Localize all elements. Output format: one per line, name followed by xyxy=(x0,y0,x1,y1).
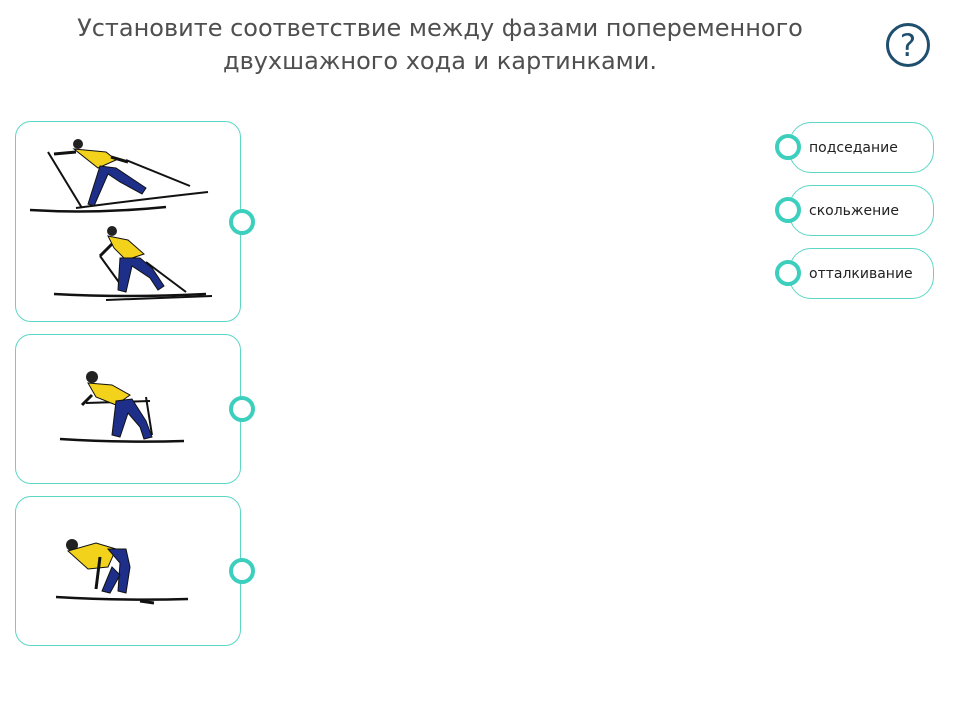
option-label: отталкивание xyxy=(809,265,913,282)
option-label: подседание xyxy=(809,139,898,156)
task-title: Установите соответствие между фазами поп… xyxy=(60,12,820,78)
task-title-line-1: Установите соответствие между фазами поп… xyxy=(77,14,803,42)
option-connector-3[interactable] xyxy=(775,260,801,286)
skier-illustration-icon xyxy=(29,139,213,301)
option-connector-1[interactable] xyxy=(775,134,801,160)
picture-connector-1[interactable] xyxy=(229,209,255,235)
picture-card-2[interactable] xyxy=(15,334,255,484)
option-label: скольжение xyxy=(809,202,900,219)
option-1[interactable]: подседание xyxy=(789,122,934,173)
picture-connector-2[interactable] xyxy=(229,396,255,422)
picture-card-1[interactable] xyxy=(15,121,255,322)
task-title-line-2: двухшажного хода и картинками. xyxy=(222,47,657,75)
question-icon: ? xyxy=(899,27,917,64)
picture-card-3[interactable] xyxy=(15,496,255,646)
skier-illustration-icon xyxy=(59,371,185,443)
option-connector-2[interactable] xyxy=(775,197,801,223)
option-2[interactable]: скольжение xyxy=(789,185,934,236)
option-3[interactable]: отталкивание xyxy=(789,248,934,299)
picture-connector-3[interactable] xyxy=(229,558,255,584)
help-button[interactable]: ? xyxy=(886,23,930,67)
skier-illustration-icon xyxy=(55,539,189,605)
